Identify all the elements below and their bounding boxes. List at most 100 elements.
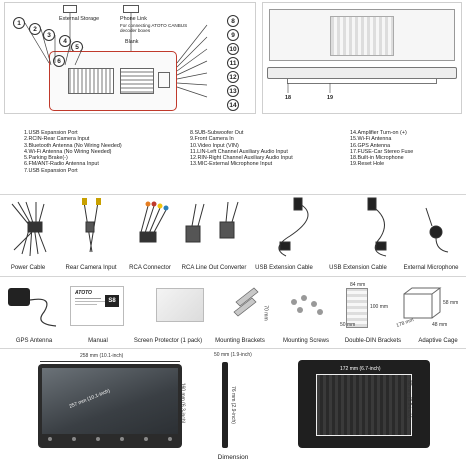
adaptive-cage-icon [403, 287, 442, 319]
legend-col-1: 1.USB Expansion Port 2.RCIN-Rear Camera … [24, 130, 122, 174]
legend-item: 12.RIN-Right Channel Auxiliary Audio Inp… [190, 155, 293, 162]
accessory-label: Double-DIN Brackets [344, 338, 402, 344]
accessory-label: Power Cable [10, 265, 46, 271]
dim-side-height: 76 mm (2.9-inch) [229, 386, 236, 424]
legend-item: 8.SUB-Subwoofer Out [190, 130, 244, 136]
accessory-label: Rear Camera Input [65, 265, 117, 271]
power-cable-icon [11, 201, 47, 257]
accessories-row1-art [11, 197, 449, 257]
dim-back-height: 98 mm (3.9-inch) [405, 380, 412, 418]
accessory-label: USB Extension Cable [255, 265, 313, 271]
legend-col-2: 8.SUB-Subwoofer Out 9.Front Camera In 10… [190, 130, 293, 168]
gps-antenna-icon [8, 288, 57, 327]
legend: 1.USB Expansion Port 2.RCIN-Rear Camera … [24, 130, 464, 188]
accessory-label: Manual [88, 338, 108, 344]
screen [42, 368, 178, 434]
accessory-label: Screen Protector (1 pack) [133, 338, 203, 344]
divider [0, 276, 466, 277]
mounting-screws-icon [291, 295, 323, 315]
back-view: 172 mm (6.7-inch) [298, 360, 430, 448]
cage-dim-h: 58 mm [443, 300, 459, 306]
accessory-label: Mounting Brackets [215, 338, 265, 344]
legend-item: 13.MIC-External Microphone Input [190, 161, 273, 168]
legend-item: 10.Video Input (VIN) [190, 142, 239, 149]
unit-side-lower [287, 79, 437, 84]
label-18: 18 [285, 95, 291, 101]
dim-width: 258 mm (10.1-inch) [80, 353, 124, 359]
num-9: 9 [227, 29, 239, 41]
side-view-panel: 18 19 [262, 2, 462, 114]
phone-link-label: Phone Link [120, 16, 147, 22]
num-14: 14 [227, 99, 239, 111]
manual-icon: ATOTO S8 [70, 286, 124, 326]
mb-dim: 70 mm [262, 305, 269, 321]
width-line [40, 361, 180, 362]
legend-item: 15.Wi-Fi Antenna [350, 136, 392, 143]
accessory-label: RCA Connector [129, 265, 171, 271]
accessory-label: GPS Antenna [15, 338, 53, 344]
num-12: 12 [227, 71, 239, 83]
back-frame [316, 374, 412, 436]
accessory-label: External Microphone [403, 265, 459, 271]
button-bar [48, 437, 172, 443]
legend-item: 18.Built-in Microphone [350, 155, 404, 162]
legend-item: 17.FUSE-Car Stereo Fuse [350, 148, 414, 155]
dim-height: 160 mm (6.3-inch) [179, 382, 186, 424]
legend-col-3: 14.Amplifier Turn-on (+) 15.Wi-Fi Antenn… [350, 130, 413, 168]
rca-line-out-icon [185, 201, 239, 243]
legend-item: 4.Wi-Fi Antenna (No Wiring Needed) [24, 148, 112, 155]
dim-depth: 50 mm (1.9-inch) [214, 352, 252, 358]
legend-item: 14.Amplifier Turn-on (+) [350, 130, 407, 136]
legend-item: 1.USB Expansion Port [24, 130, 78, 136]
back-panel: External Storage Phone Link For connecti… [4, 2, 256, 114]
label-19: 19 [327, 95, 333, 101]
manual-badge: S8 [105, 295, 119, 307]
connector-block-right [120, 68, 154, 94]
num-10: 10 [227, 43, 239, 55]
usb-extension-icon [278, 197, 309, 257]
legend-item: 19.Reset Hole [350, 161, 385, 168]
accessory-label: RCA Line Out Converter [181, 265, 247, 271]
num-13: 13 [227, 85, 239, 97]
unit-top-view [269, 9, 455, 61]
dim-back-width: 172 mm (6.7-inch) [340, 366, 381, 372]
blank-label: Blank [125, 39, 139, 45]
front-view: 257 mm (10.1-inch) [38, 364, 182, 448]
microphone-icon [425, 207, 449, 253]
num-4: 4 [59, 35, 71, 47]
manual-brand: ATOTO [75, 290, 92, 296]
num-8: 8 [227, 15, 239, 27]
din-dim-w: 84 mm [350, 282, 366, 288]
top-diagram: External Storage Phone Link For connecti… [0, 0, 466, 118]
phone-plug-icon [123, 5, 139, 13]
num-1: 1 [13, 17, 25, 29]
accessory-label: Adaptive Cage [418, 338, 458, 344]
connector-block-left [68, 68, 114, 94]
legend-item: 5.Parking Brake(-) [24, 155, 68, 162]
wiring-lines [24, 13, 208, 98]
ext-storage-label: External Storage [59, 16, 100, 22]
legend-item: 16.GPS Antenna [350, 142, 391, 149]
num-2: 2 [29, 23, 41, 35]
screen-protector-icon [156, 288, 204, 322]
legend-item: 6.FM/ANT-Radio Antenna Input [24, 161, 99, 168]
divider [0, 348, 466, 349]
divider [0, 194, 466, 195]
din-dim-len: 50 mm [340, 322, 356, 328]
accessory-label: Mounting Screws [282, 338, 330, 344]
din-dim-h: 100 mm [370, 304, 389, 310]
unit-side-view [267, 67, 457, 79]
num-6: 6 [53, 55, 65, 67]
num-3: 3 [43, 29, 55, 41]
legend-item: 11.LIN-Left Channel Auxiliary Audio Inpu… [190, 148, 288, 155]
phone-link-note: For connecting ATOTO CANBUS decoder boxe… [120, 23, 188, 34]
double-din-bracket-icon [346, 288, 368, 328]
accessory-label: USB Extension Cable [329, 265, 387, 271]
legend-item: 7.USB Expansion Port [24, 167, 78, 174]
rear-camera-cable-icon [82, 198, 101, 253]
mounting-brackets-icon [233, 287, 259, 317]
head-unit-back: 6 [49, 51, 177, 111]
usb-plug-icon [63, 5, 77, 13]
legend-item: 9.Front Camera In [190, 136, 234, 143]
legend-item: 2.RCIN-Rear Camera Input [24, 136, 90, 143]
